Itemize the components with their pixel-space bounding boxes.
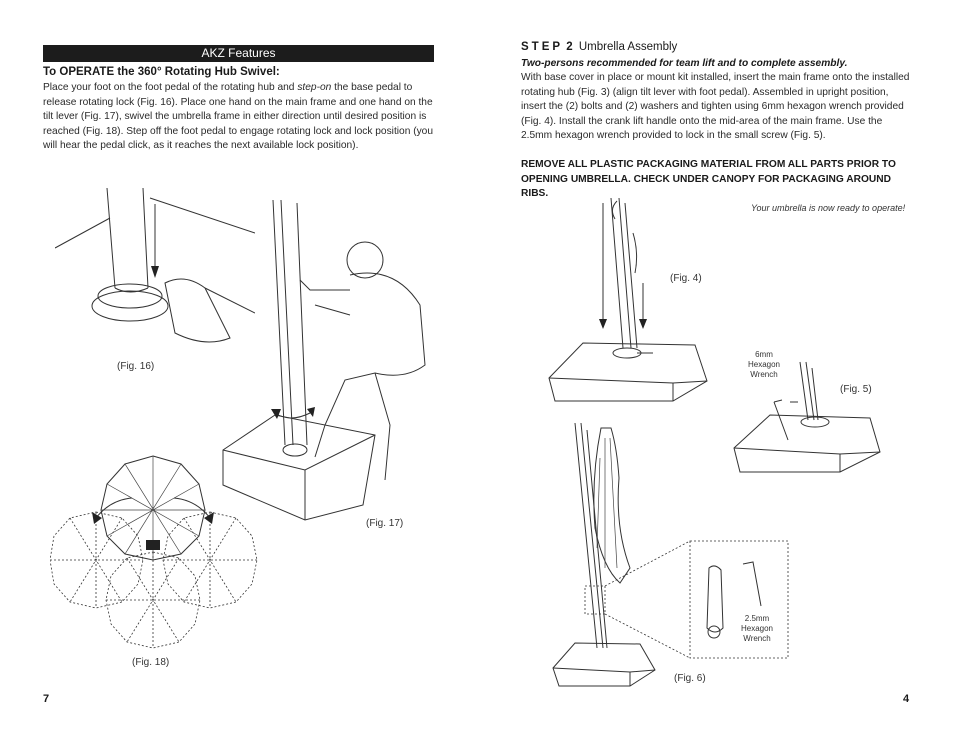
wrench-25mm-line3: Wrench [743, 634, 771, 643]
wrench-25mm-label: 2.5mm Hexagon Wrench [737, 614, 777, 644]
wrench-25mm-line1: 2.5mm [744, 614, 770, 623]
step-title: Umbrella Assembly [578, 41, 678, 53]
operate-paragraph: Place your foot on the foot pedal of the… [43, 81, 435, 154]
ready-note: Your umbrella is now ready to operate! [751, 203, 906, 213]
fig16-illustration [55, 188, 255, 343]
fig5-illustration [733, 361, 881, 473]
section-banner: AKZ Features [43, 45, 434, 62]
fig16-caption: (Fig. 16) [117, 361, 155, 372]
page-number-right: 4 [903, 693, 910, 705]
wrench-6mm-label: 6mm Hexagon Wrench [744, 350, 784, 380]
operate-heading: To OPERATE the 360° Rotating Hub Swivel: [43, 66, 280, 78]
wrench-6mm-line3: Wrench [750, 370, 778, 379]
page-number-left: 7 [43, 693, 50, 705]
wrench-25mm-line2: Hexagon [740, 624, 774, 633]
para-text-end: the base pedal to release rotating lock … [43, 82, 434, 152]
fig4-caption: (Fig. 4) [670, 273, 702, 284]
step-heading: STEP 2 Umbrella Assembly [521, 41, 677, 53]
fig18-illustration [50, 455, 258, 649]
fig17-illustration [222, 199, 426, 521]
fig17-caption: (Fig. 17) [366, 518, 404, 529]
team-lift-subheading: Two-persons recommended for team lift an… [521, 58, 848, 69]
wrench-6mm-line1: 6mm [755, 350, 773, 359]
para-italic: step-on [297, 82, 332, 93]
fig6-illustration [552, 422, 789, 687]
wrench-6mm-line2: Hexagon [747, 360, 781, 369]
assembly-paragraph: With base cover in place or mount kit in… [521, 72, 910, 142]
step-word: STEP [521, 41, 564, 53]
fig4-illustration [548, 197, 708, 402]
fig5-caption: (Fig. 5) [840, 384, 872, 395]
fig18-caption: (Fig. 18) [132, 657, 170, 668]
para-text-start: Place your foot on the foot pedal of the… [43, 82, 298, 93]
step-number: 2 [566, 41, 576, 53]
fig6-caption: (Fig. 6) [674, 673, 706, 684]
packaging-warning: REMOVE ALL PLASTIC PACKAGING MATERIAL FR… [521, 159, 896, 200]
